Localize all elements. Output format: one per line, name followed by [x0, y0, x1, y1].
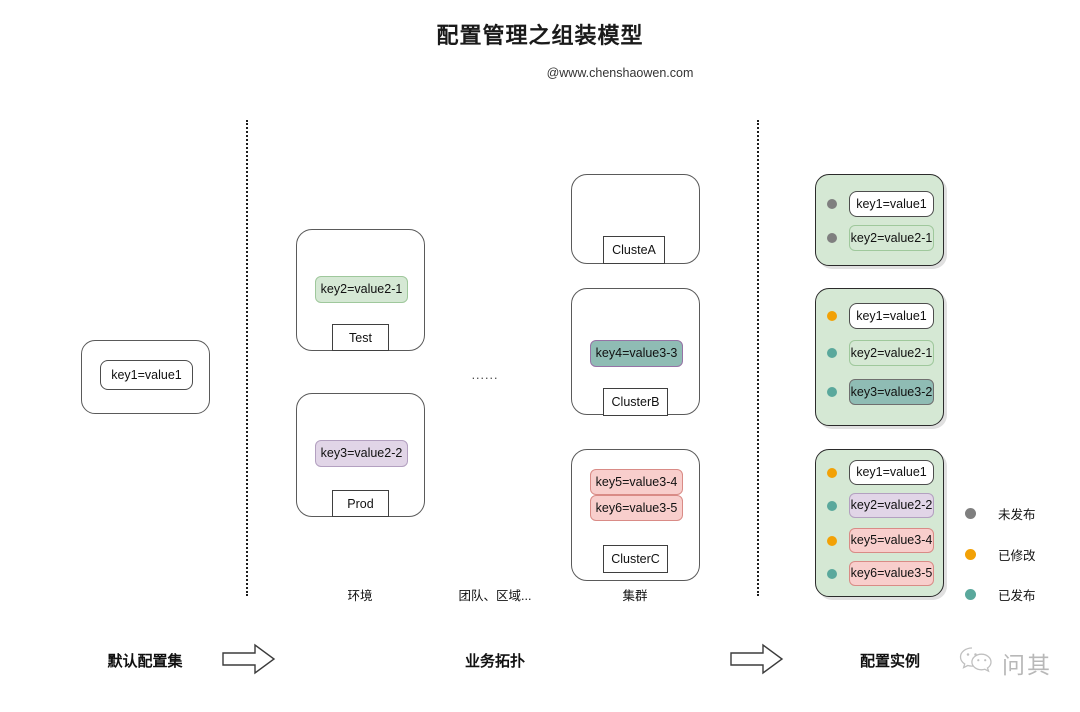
config-tag[interactable]: key2=value2-1 — [849, 340, 934, 366]
status-dot-modified — [827, 311, 837, 321]
cluster-node-label-c: ClusterC — [603, 545, 668, 573]
divider-right — [757, 120, 759, 596]
config-tag[interactable]: key1=value1 — [849, 460, 934, 485]
instance-row[interactable]: key1=value1 — [827, 460, 934, 485]
status-dot-published — [827, 348, 837, 358]
flow-arrow-1 — [222, 643, 276, 680]
env-node-label-prod: Prod — [332, 490, 389, 517]
instance-row[interactable]: key5=value3-4 — [827, 528, 934, 553]
config-tag[interactable]: key5=value3-4 — [849, 528, 934, 553]
config-tag[interactable]: key3=value2-2 — [315, 440, 408, 467]
instance-row[interactable]: key6=value3-5 — [827, 561, 934, 586]
page-title: 配置管理之组装模型 — [436, 23, 644, 48]
instance-panel-3[interactable]: key1=value1 key2=value2-2 key5=value3-4 … — [815, 449, 944, 597]
column-caption-environment: 环境 — [347, 589, 373, 603]
status-dot-unpublished — [827, 199, 837, 209]
legend-item-modified: 已修改 — [965, 545, 1036, 564]
instance-row[interactable]: key2=value2-1 — [827, 225, 934, 251]
config-tag[interactable]: key3=value3-2 — [849, 379, 934, 405]
legend-dot-gray — [965, 508, 976, 519]
status-dot-modified — [827, 535, 837, 546]
legend-item-published: 已发布 — [965, 585, 1036, 604]
instance-row[interactable]: key1=value1 — [827, 303, 934, 329]
config-tag[interactable]: key1=value1 — [849, 191, 934, 217]
instance-row[interactable]: key1=value1 — [827, 191, 934, 217]
cluster-node-label-b: ClusterB — [603, 388, 668, 416]
instance-row[interactable]: key2=value2-1 — [827, 340, 934, 366]
default-config-box[interactable]: key1=value1 — [81, 340, 210, 414]
cluster-node-label-a: ClusteA — [603, 236, 665, 264]
config-tag[interactable]: key6=value3-5 — [590, 495, 683, 521]
legend-label: 未发布 — [998, 508, 1036, 522]
flow-label-instances: 配置实例 — [859, 653, 920, 670]
legend-label: 已发布 — [998, 589, 1036, 603]
status-dot-modified — [827, 467, 837, 478]
legend-item-unpublished: 未发布 — [965, 504, 1036, 523]
instance-row[interactable]: key3=value3-2 — [827, 379, 934, 405]
config-tag[interactable]: key2=value2-2 — [849, 493, 934, 518]
status-dot-published — [827, 568, 837, 579]
ellipsis-indicator: ...... — [471, 368, 499, 382]
flow-label-default-set: 默认配置集 — [107, 653, 183, 670]
legend-label: 已修改 — [998, 549, 1036, 563]
column-caption-cluster: 集群 — [622, 589, 648, 603]
config-tag[interactable]: key2=value2-1 — [849, 225, 934, 251]
status-dot-published — [827, 500, 837, 511]
watermark: 问其 — [958, 645, 1052, 680]
config-tag[interactable]: key1=value1 — [100, 360, 193, 390]
config-tag[interactable]: key2=value2-1 — [315, 276, 408, 303]
attribution: @www.chenshaowen.com — [0, 66, 1080, 80]
legend-dot-orange — [965, 549, 976, 560]
config-tag[interactable]: key6=value3-5 — [849, 561, 934, 586]
column-caption-middle: 团队、区域... — [458, 589, 532, 603]
config-tag[interactable]: key1=value1 — [849, 303, 934, 329]
flow-arrow-2 — [730, 643, 784, 680]
instance-panel-2[interactable]: key1=value1 key2=value2-1 key3=value3-2 — [815, 288, 944, 426]
status-dot-published — [827, 387, 837, 397]
attribution-text: @www.chenshaowen.com — [546, 66, 694, 80]
flow-label-topology: 业务拓扑 — [464, 653, 525, 670]
watermark-text: 问其 — [1002, 652, 1052, 679]
instance-row[interactable]: key2=value2-2 — [827, 493, 934, 518]
config-tag[interactable]: key4=value3-3 — [590, 340, 683, 367]
legend-dot-teal — [965, 589, 976, 600]
wechat-icon — [958, 645, 996, 680]
env-node-label-test: Test — [332, 324, 389, 351]
config-tag[interactable]: key5=value3-4 — [590, 469, 683, 495]
status-dot-unpublished — [827, 233, 837, 243]
divider-left — [246, 120, 248, 596]
instance-panel-1[interactable]: key1=value1 key2=value2-1 — [815, 174, 944, 266]
